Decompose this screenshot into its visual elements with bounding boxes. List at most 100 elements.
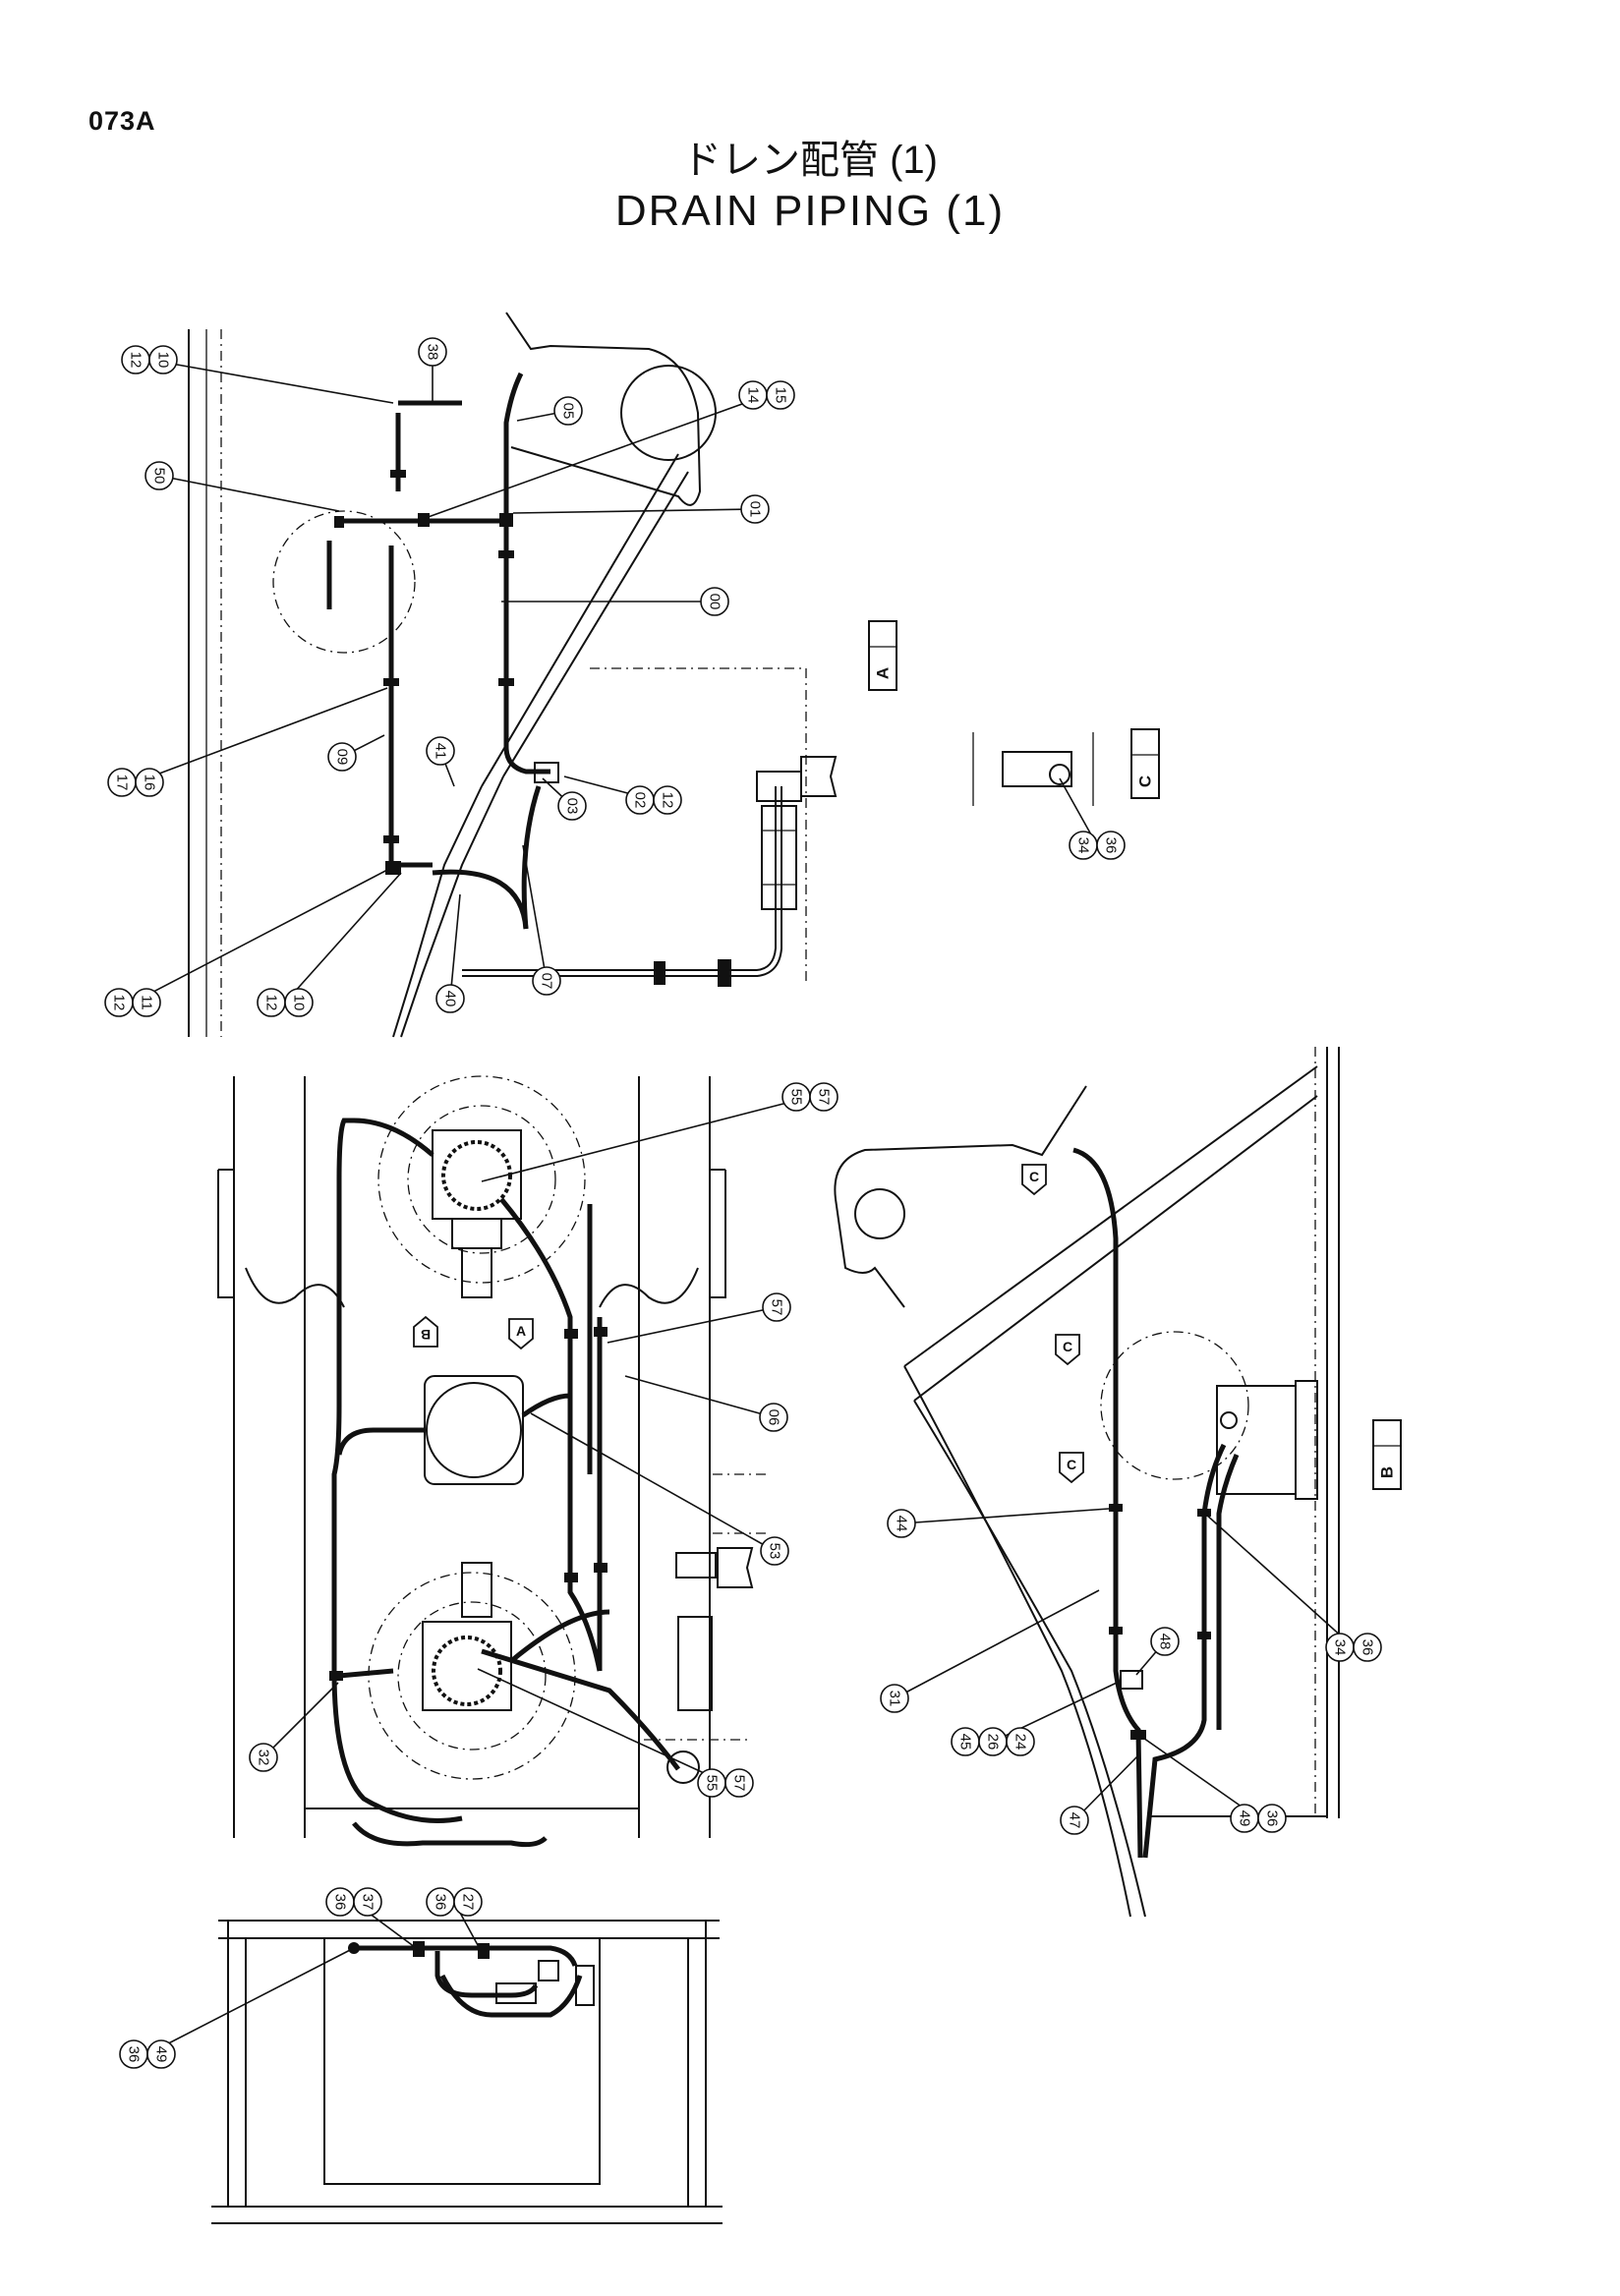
callout-c-44: 44 (887, 1508, 1110, 1538)
callout-part-number: 36 (126, 2046, 143, 2063)
callout-c-36-49-b: 36 49 (119, 1947, 355, 2069)
callout-c-00: 00 (501, 587, 729, 616)
callout-c-48: 48 (1135, 1627, 1180, 1676)
callout-part-number: 44 (894, 1516, 910, 1532)
callout-part-number: 24 (1012, 1734, 1029, 1751)
callout-part-number: 10 (291, 995, 308, 1011)
tank-detail-view (211, 1920, 723, 2224)
view-arrow-b: B (413, 1315, 438, 1348)
callout-part-number: 34 (1075, 837, 1092, 854)
callout-c-03: 03 (542, 777, 587, 821)
view-c-label: C (1130, 728, 1160, 799)
callout-c-32: 32 (249, 1682, 339, 1772)
callout-part-number: 16 (142, 775, 158, 791)
view-arrow-c: C (1059, 1452, 1084, 1484)
callout-part-number: 36 (1264, 1810, 1281, 1827)
callout-part-number: 53 (767, 1543, 783, 1560)
svg-text:A: A (874, 667, 893, 679)
callout-part-number: 45 (957, 1734, 974, 1751)
callout-c-07: 07 (522, 844, 561, 996)
callout-c-06: 06 (624, 1375, 788, 1432)
svg-text:C: C (1136, 775, 1155, 787)
callout-c-47: 47 (1060, 1754, 1139, 1835)
callout-part-number: 36 (1103, 837, 1120, 854)
callout-c-34-36-a: 34 36 (1059, 777, 1126, 860)
callout-part-number: 26 (985, 1734, 1002, 1751)
callout-part-number: 49 (153, 2046, 170, 2063)
callout-part-number: 36 (1360, 1639, 1376, 1656)
callout-part-number: 48 (1157, 1634, 1174, 1650)
page-code: 073A (88, 106, 156, 136)
callout-part-number: 09 (334, 749, 351, 766)
callout-part-number: 32 (256, 1750, 272, 1766)
callout-part-number: 10 (155, 352, 172, 369)
callout-c-55-57-b: 55 57 (477, 1668, 754, 1798)
svg-text:C: C (1063, 1339, 1072, 1354)
callout-part-number: 03 (564, 798, 581, 815)
callout-c-53: 53 (530, 1412, 789, 1566)
callout-c-38: 38 (418, 337, 447, 403)
callout-c-57: 57 (607, 1292, 791, 1344)
callout-part-number: 50 (151, 468, 168, 485)
callout-part-number: 06 (766, 1409, 782, 1426)
callout-c-31: 31 (880, 1589, 1100, 1713)
callout-part-number: 36 (332, 1894, 349, 1911)
callout-part-number: 37 (360, 1894, 376, 1911)
callout-part-number: 40 (442, 991, 459, 1007)
callout-c-50: 50 (145, 461, 340, 512)
svg-text:C: C (1067, 1457, 1076, 1472)
view-a-label: A (868, 620, 897, 691)
callout-part-number: 49 (1237, 1810, 1253, 1827)
svg-text:A: A (516, 1323, 526, 1339)
callout-c-12-10-a: 12 10 (121, 345, 394, 404)
callout-part-number: 15 (773, 387, 789, 404)
view-arrow-c: C (1055, 1334, 1080, 1366)
callout-c-12-10-b: 12 10 (257, 872, 402, 1017)
callout-c-09: 09 (327, 734, 385, 772)
callout-part-number: 11 (139, 995, 155, 1010)
callout-part-number: 00 (707, 594, 723, 610)
callout-c-36-27: 36 27 (426, 1887, 485, 1957)
callout-c-05: 05 (516, 396, 583, 426)
title-english: DRAIN PIPING (1) (614, 187, 1006, 235)
callout-c-40: 40 (435, 893, 465, 1013)
upper-frame-view (188, 312, 1094, 1038)
view-arrow-a: A (508, 1318, 534, 1350)
callout-part-number: 07 (539, 973, 555, 990)
callout-part-number: 57 (731, 1775, 748, 1792)
callout-part-number: 38 (425, 344, 441, 361)
view-arrow-markers: B A C C C (413, 1164, 1084, 1484)
callout-part-number: 34 (1332, 1639, 1349, 1656)
callout-part-number: 17 (114, 775, 131, 791)
svg-text:C: C (1029, 1169, 1039, 1184)
svg-text:B: B (421, 1327, 431, 1343)
undercarriage-view (217, 1075, 767, 1848)
callout-part-number: 27 (460, 1894, 477, 1911)
callout-c-49-36-a: 49 36 (1139, 1735, 1287, 1833)
callout-part-number: 05 (560, 403, 577, 420)
callout-part-number: 02 (632, 792, 649, 809)
view-arrow-c: C (1021, 1164, 1047, 1196)
callout-part-number: 47 (1067, 1812, 1083, 1829)
callout-part-number: 12 (128, 352, 145, 369)
callout-part-number: 12 (263, 995, 280, 1011)
callout-part-number: 57 (769, 1299, 785, 1316)
callout-part-number: 36 (433, 1894, 449, 1911)
callout-part-number: 57 (816, 1089, 833, 1106)
callout-c-36-37: 36 37 (325, 1887, 420, 1951)
callout-c-55-57-a: 55 57 (481, 1082, 839, 1182)
title-japanese: ドレン配管 (1) (682, 139, 938, 182)
callout-c-01: 01 (512, 494, 770, 524)
callout-c-34-36-b: 34 36 (1204, 1513, 1382, 1662)
callout-part-number: 01 (747, 501, 764, 518)
callout-part-number: 55 (704, 1775, 721, 1792)
callout-part-number: 55 (788, 1089, 805, 1106)
callout-c-45-26-24: 45 26 24 (951, 1682, 1118, 1756)
callout-c-41: 41 (426, 736, 455, 787)
callout-part-number: 41 (433, 743, 449, 760)
